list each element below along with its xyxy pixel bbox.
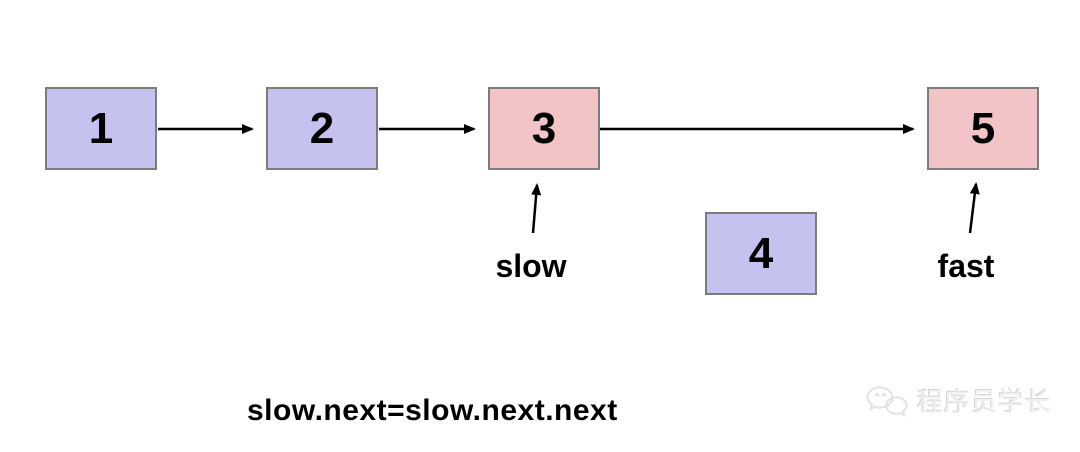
list-node-4: 4	[705, 212, 817, 295]
watermark-text: 程序员学长	[916, 387, 1052, 417]
fast-pointer-arrow	[968, 182, 980, 234]
slow-pointer-label: slow	[495, 248, 567, 284]
list-node-3: 3	[488, 87, 600, 170]
fast-pointer-label: fast	[937, 248, 995, 284]
watermark: 程序员学长	[865, 382, 1052, 419]
list-node-1: 1	[45, 87, 157, 170]
wechat-icon	[866, 385, 908, 417]
node-3-value: 3	[531, 103, 557, 153]
node-2-value: 2	[309, 103, 335, 153]
node-4-value: 4	[748, 228, 774, 278]
slow-pointer-arrow	[531, 183, 542, 234]
node-1-value: 1	[88, 103, 114, 153]
list-node-5: 5	[927, 87, 1039, 170]
node-5-value: 5	[970, 103, 996, 153]
list-node-2: 2	[266, 87, 378, 170]
operation-caption: slow.next=slow.next.next	[247, 394, 618, 427]
